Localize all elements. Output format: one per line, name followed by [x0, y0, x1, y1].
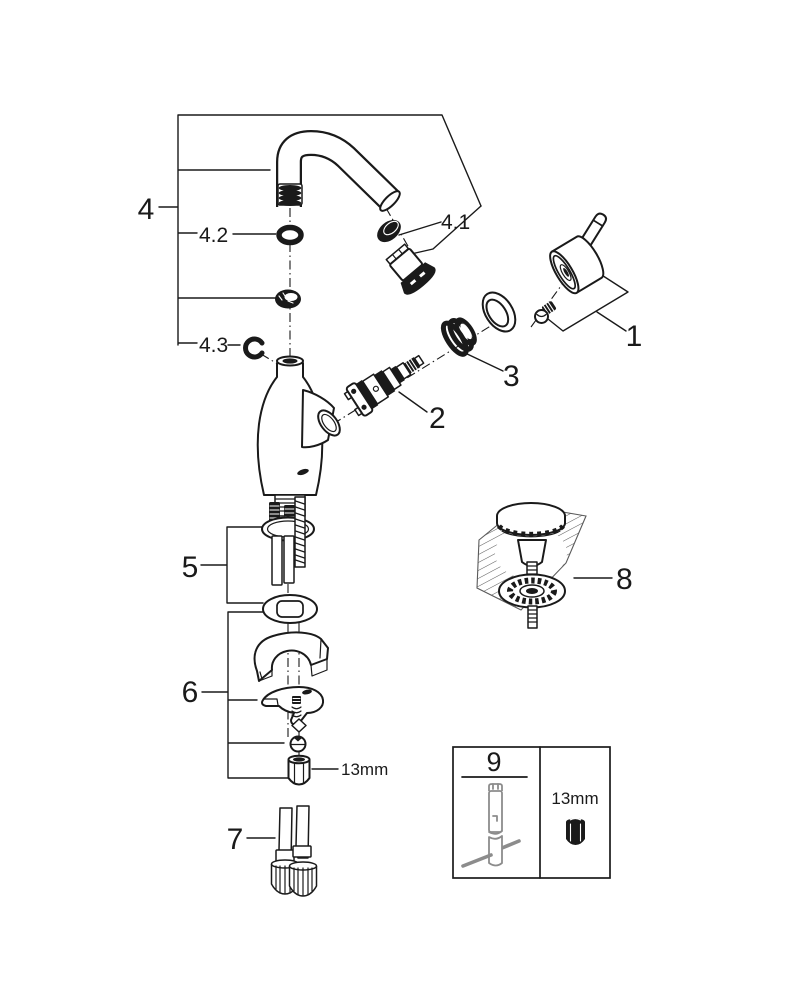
aerator	[377, 219, 401, 243]
spout-o-ring	[276, 224, 304, 246]
cartridge-ring	[440, 317, 477, 357]
callout-6: 6	[182, 676, 199, 709]
stabilizer-ring	[262, 594, 318, 624]
check-ball	[534, 309, 549, 324]
plug-cap	[496, 502, 566, 536]
mounting-wedge	[253, 631, 329, 682]
spout-thread	[277, 183, 303, 206]
cartridge	[343, 354, 425, 417]
socket-wrench-tool	[461, 783, 521, 868]
body-logo-mark	[297, 468, 309, 476]
lever-handle	[549, 212, 608, 295]
callout-2: 2	[429, 402, 446, 435]
label-tool-size: 13mm	[551, 789, 598, 808]
callout-4-3: 4.3	[199, 334, 228, 357]
tool-box	[452, 746, 611, 879]
socket-13mm-icon	[566, 817, 585, 845]
callout-labels: 4 4.2 4.3 4.1 1 2 3 5 6 7 8 9 13mm 13mm	[138, 193, 643, 856]
rod-end	[291, 718, 307, 733]
supply-hoses	[270, 805, 318, 897]
dome-nut	[289, 735, 307, 753]
supply-pipes	[271, 535, 295, 586]
label-nut-size: 13mm	[341, 760, 388, 779]
callout-4: 4	[138, 193, 155, 226]
callout-5: 5	[182, 551, 199, 584]
spout	[276, 129, 401, 212]
callout-3: 3	[503, 360, 520, 393]
callout-9: 9	[486, 747, 501, 777]
mousseur-housing	[385, 243, 436, 295]
callout-4-2: 4.2	[199, 224, 228, 247]
escutcheon-ring	[481, 291, 517, 333]
retaining-clip	[243, 336, 265, 360]
faucet-body	[256, 355, 341, 496]
callout-4-1: 4.1	[441, 211, 470, 234]
callout-8: 8	[616, 563, 633, 596]
callout-lines	[158, 114, 629, 839]
waste-plug	[476, 502, 587, 629]
callout-1: 1	[626, 320, 643, 353]
hex-nut-13mm	[287, 754, 311, 786]
callout-7: 7	[227, 823, 244, 856]
hose-nut-right	[288, 861, 318, 897]
threaded-rod	[294, 496, 306, 568]
slip-ring	[275, 289, 301, 309]
mounting-clamp	[261, 686, 325, 726]
waste-flange	[498, 573, 566, 609]
